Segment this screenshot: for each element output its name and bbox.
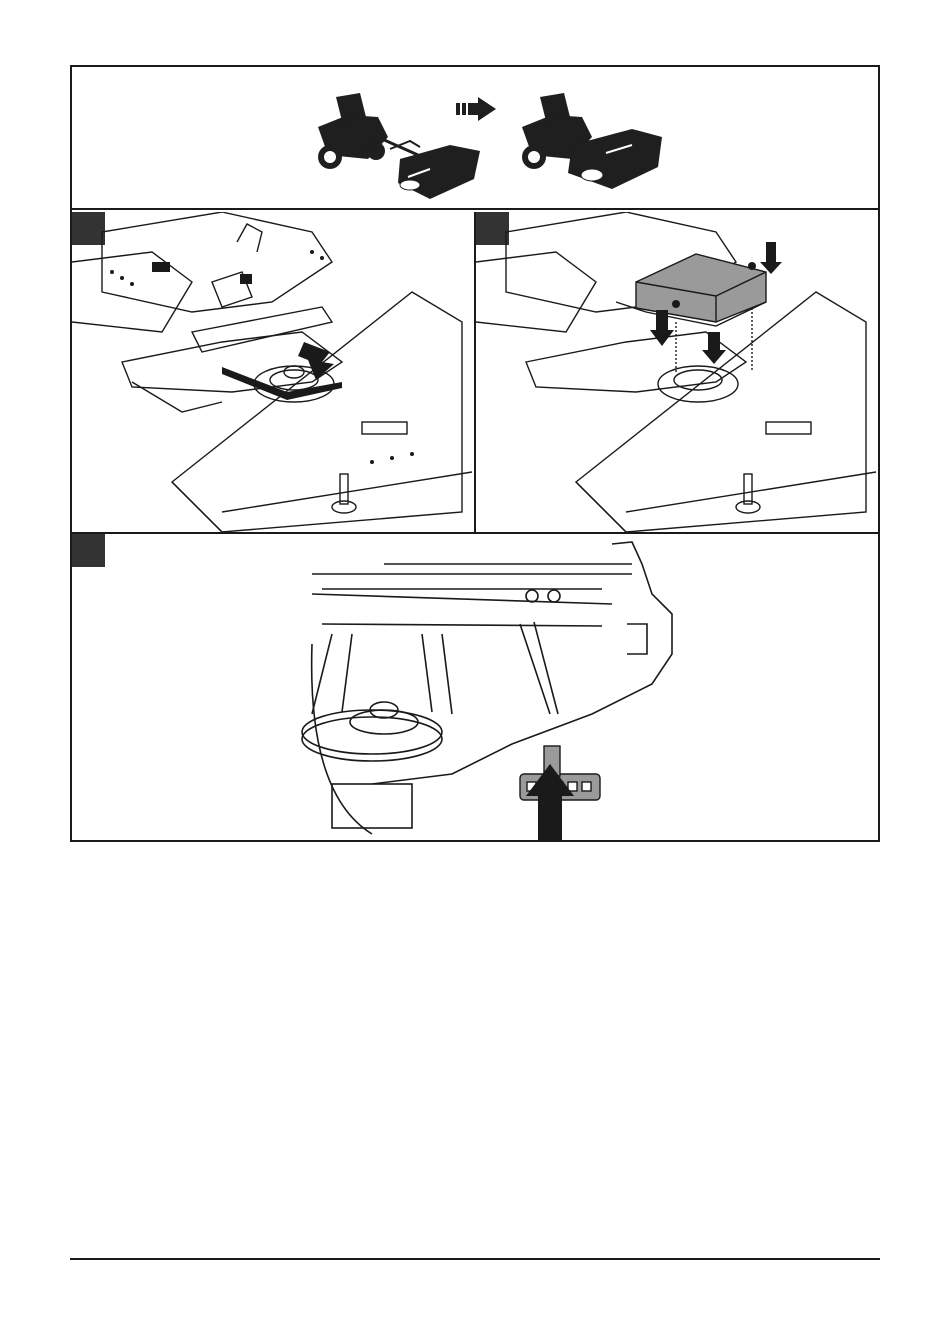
overview-panel [72,67,878,210]
down-arrow-icon [702,332,726,364]
footer-rule [70,1258,880,1260]
step-1-panel [72,212,476,534]
step-1-illustration [72,212,476,534]
illustration-frame [70,65,880,842]
down-arrow-icon [650,310,674,346]
tractor-with-deck-icon [522,93,662,189]
tractor-icon [318,93,418,169]
arrow-right-icon [456,97,496,121]
step-3-panel [72,534,878,840]
down-arrow-icon [760,242,782,274]
overview-illustration [72,67,878,210]
step-2-illustration [476,212,878,534]
step-2-panel [476,212,878,534]
belt-cover [616,254,766,326]
step-3-illustration [72,534,878,840]
